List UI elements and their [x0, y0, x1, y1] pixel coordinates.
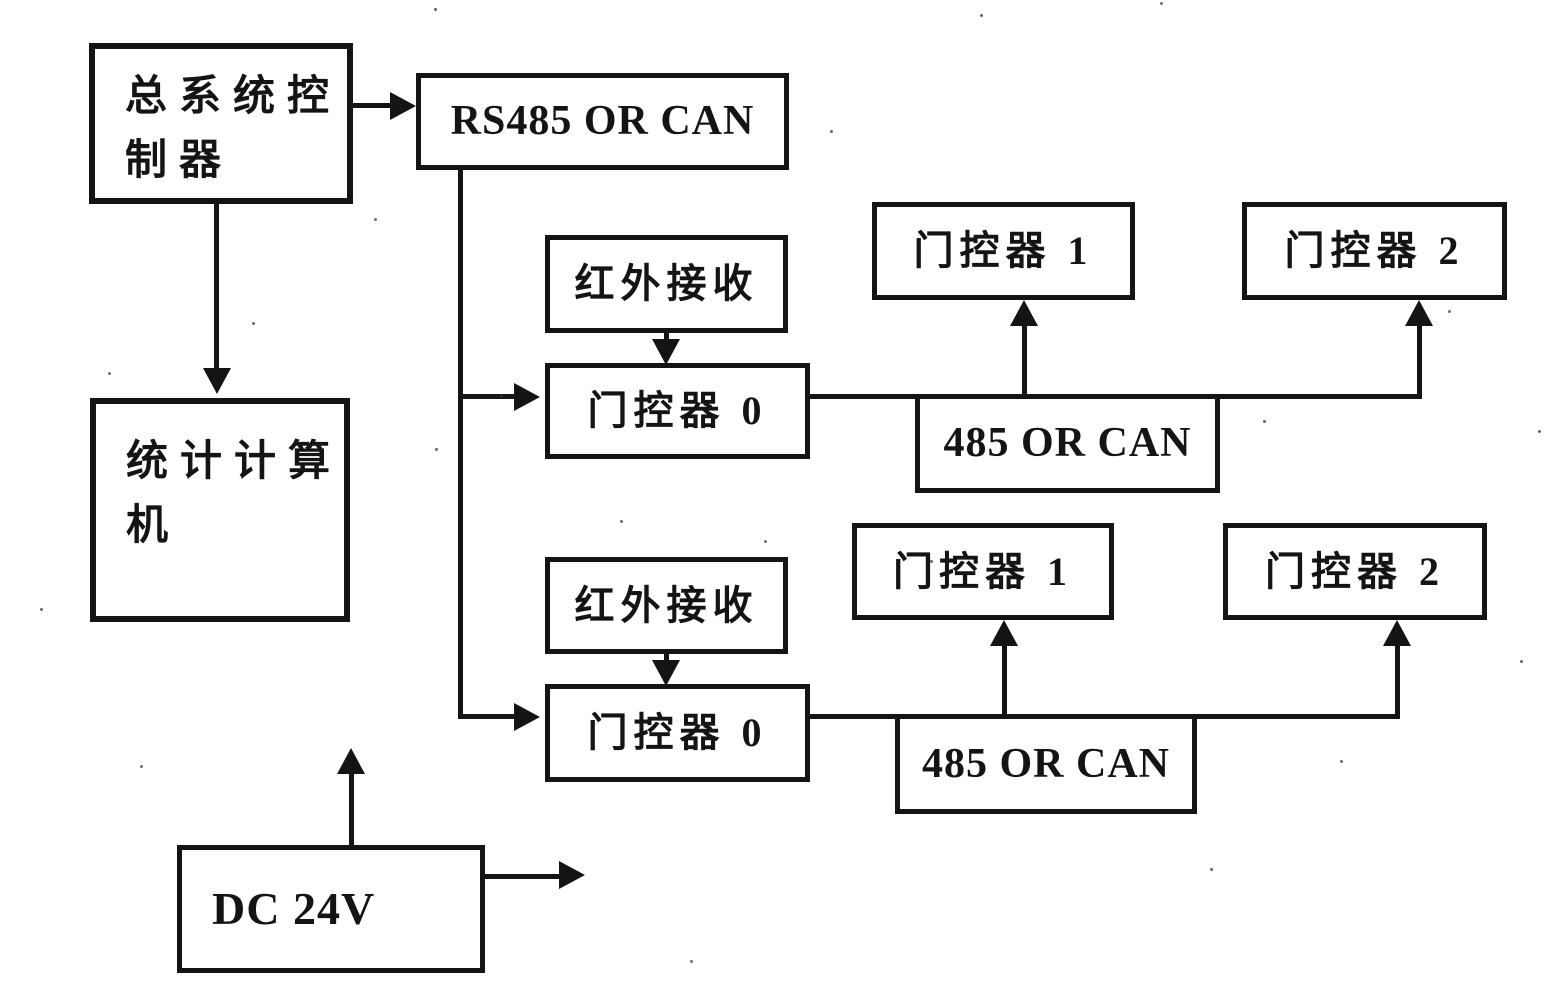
485-or-can-bus-label-group2: 485 OR CAN [922, 740, 1170, 787]
connector-bus-to-door2-group2 [1395, 644, 1400, 714]
arrowhead-power-right [559, 861, 585, 889]
bus-line-group1 [810, 394, 1422, 399]
statistics-computer-label-line1: 统计计算 [126, 439, 343, 485]
rs485-or-can-bus-box: RS485 OR CAN [416, 73, 789, 170]
connector-ir-to-door0-group2 [664, 654, 669, 664]
arrowhead-ir-to-door0-group2 [652, 660, 680, 686]
master-system-controller-label-line2: 制器 [125, 138, 234, 184]
dc-24v-power-box: DC 24V [177, 845, 485, 973]
scan-speckles [434, 8, 437, 11]
dc-24v-power-label: DC 24V [212, 882, 376, 934]
statistics-computer-label-line2: 机 [126, 503, 181, 549]
arrowhead-ir-to-door0-group1 [652, 339, 680, 365]
connector-power-up [349, 772, 354, 845]
door-controller-0-box-group1: 门控器 0 [545, 363, 810, 459]
arrowhead-bus-to-door1-group1 [1010, 300, 1038, 326]
arrowhead-master-to-rs485 [390, 92, 416, 120]
statistics-computer-box: 统计计算 机 [90, 398, 350, 622]
arrowhead-master-to-stats [203, 368, 231, 394]
master-system-controller-label-line1: 总系统控 [125, 74, 342, 120]
door-controller-1-label-group2: 门控器 1 [893, 548, 1073, 594]
arrowhead-bus-to-door2-group2 [1383, 620, 1411, 646]
connector-trunk-to-door0-group1 [458, 394, 518, 399]
connector-power-right [485, 874, 563, 879]
connector-master-to-stats [214, 204, 219, 370]
bus-line-group2 [810, 714, 1400, 719]
rs485-trunk-line [458, 170, 463, 719]
arrowhead-bus-to-door1-group2 [990, 620, 1018, 646]
connector-bus-to-door1-group1 [1022, 324, 1027, 394]
door-controller-0-label-group2: 门控器 0 [587, 710, 768, 755]
infrared-receiver-box-group2: 红外接收 [545, 557, 788, 654]
arrowhead-trunk-to-door0-group2 [514, 703, 540, 731]
rs485-or-can-bus-label: RS485 OR CAN [450, 98, 755, 145]
connector-bus-to-door1-group2 [1002, 644, 1007, 714]
door-controller-2-box-group1: 门控器 2 [1242, 202, 1507, 300]
door-controller-1-label-group1: 门控器 1 [913, 228, 1094, 273]
infrared-receiver-box-group1: 红外接收 [545, 235, 788, 333]
infrared-receiver-label-group1: 红外接收 [574, 261, 759, 306]
door-controller-2-label-group2: 门控器 2 [1265, 548, 1445, 594]
door-controller-1-box-group1: 门控器 1 [872, 202, 1135, 300]
door-controller-1-box-group2: 门控器 1 [852, 523, 1114, 620]
arrowhead-power-up [337, 748, 365, 774]
master-system-controller-box: 总系统控 制器 [89, 43, 353, 204]
connector-ir-to-door0-group1 [664, 333, 669, 343]
door-controller-0-box-group2: 门控器 0 [545, 684, 810, 782]
485-or-can-bus-box-group1: 485 OR CAN [915, 394, 1220, 493]
infrared-receiver-label-group2: 红外接收 [574, 582, 759, 628]
connector-master-to-rs485 [353, 103, 393, 108]
connector-bus-to-door2-group1 [1417, 324, 1422, 394]
door-controller-2-label-group1: 门控器 2 [1284, 228, 1465, 273]
485-or-can-bus-box-group2: 485 OR CAN [895, 714, 1197, 814]
arrowhead-trunk-to-door0-group1 [514, 383, 540, 411]
arrowhead-bus-to-door2-group1 [1405, 300, 1433, 326]
door-controller-2-box-group2: 门控器 2 [1223, 523, 1487, 620]
door-controller-0-label-group1: 门控器 0 [587, 388, 768, 433]
485-or-can-bus-label-group1: 485 OR CAN [943, 420, 1192, 467]
connector-trunk-to-door0-group2 [458, 714, 518, 719]
